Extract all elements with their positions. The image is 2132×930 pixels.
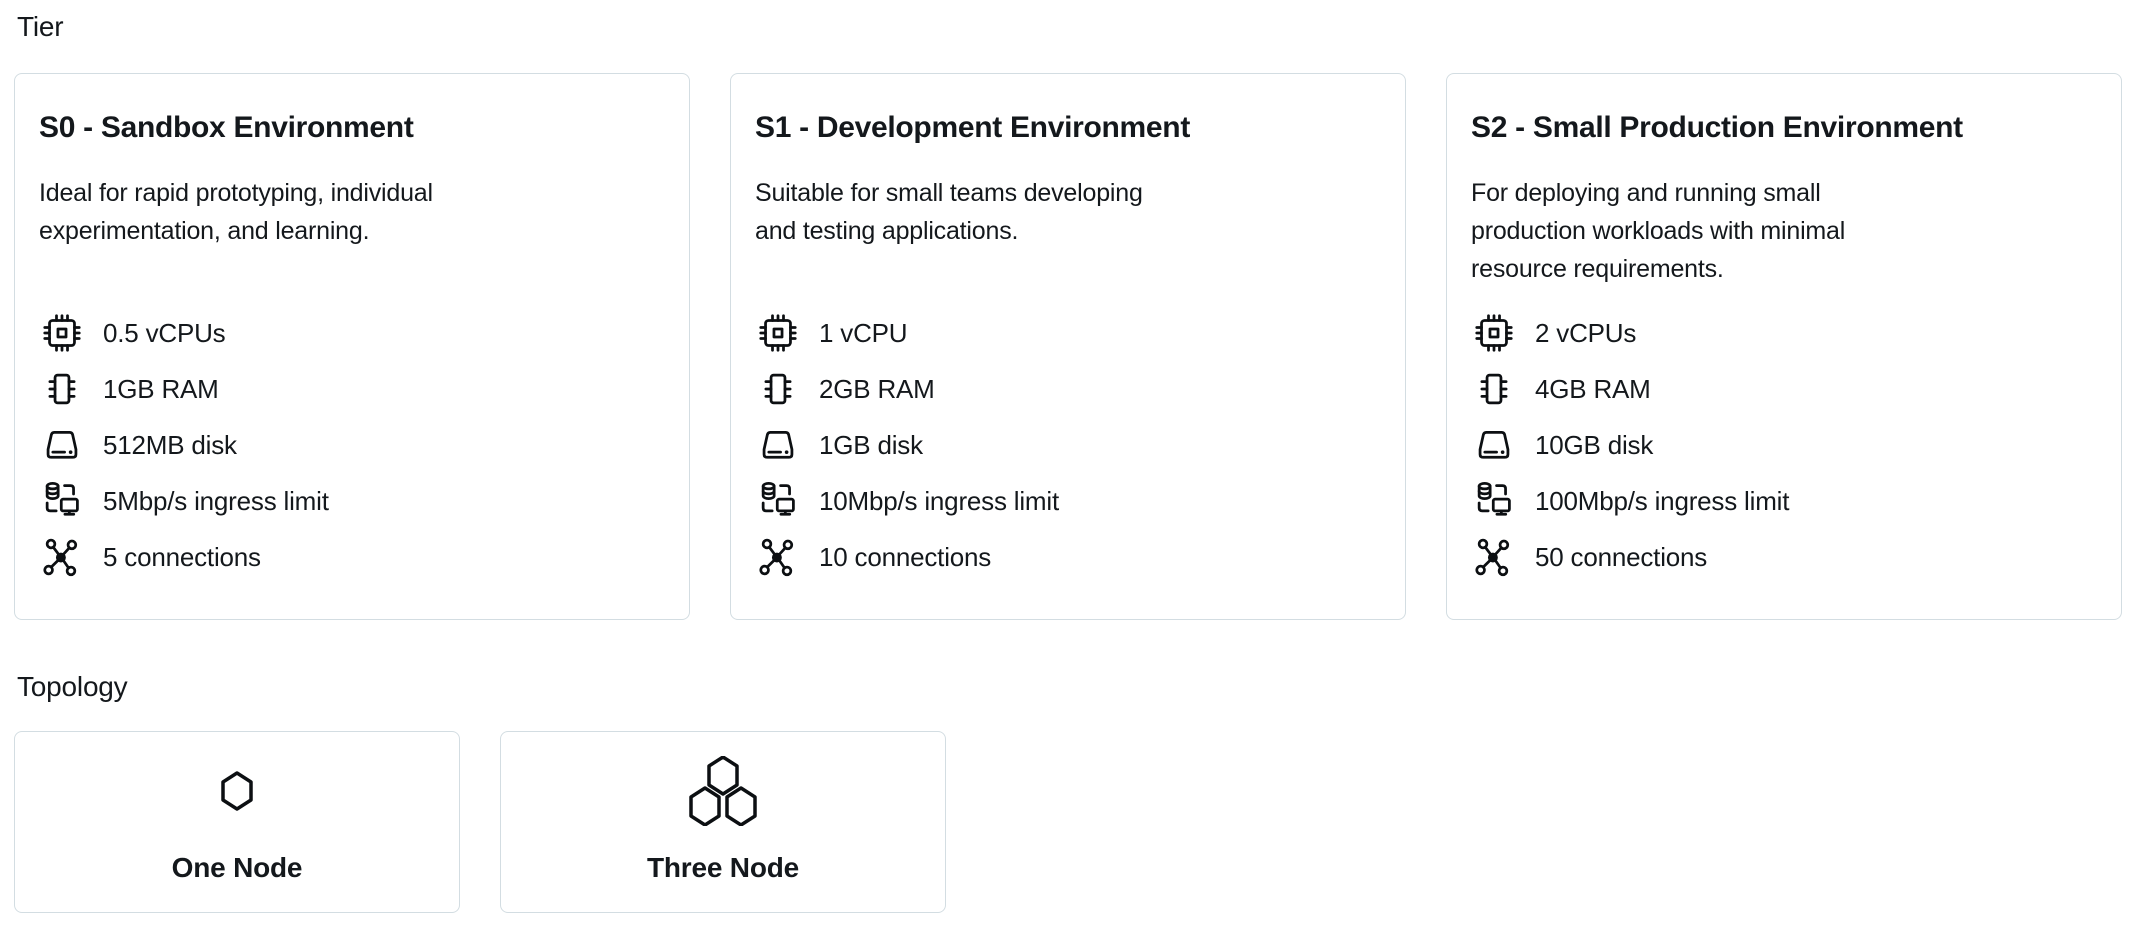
three-node-icon (688, 756, 758, 826)
spec-text: 10Mbp/s ingress limit (819, 485, 1059, 516)
spec-row-ingress: 100Mbp/s ingress limit (1471, 478, 2097, 524)
spec-row-ram: 2GB RAM (755, 366, 1381, 412)
spec-row-ingress: 5Mbp/s ingress limit (39, 478, 665, 524)
connections-icon (39, 535, 85, 579)
one-node-icon (220, 756, 254, 826)
ram-icon (39, 367, 85, 411)
disk-icon (1471, 423, 1517, 467)
topology-option-label: One Node (171, 852, 303, 883)
disk-icon (39, 423, 85, 467)
connections-icon (755, 535, 801, 579)
tier-card-s0[interactable]: S0 - Sandbox Environment Ideal for rapid… (14, 73, 690, 620)
tier-card-s2[interactable]: S2 - Small Production Environment For de… (1446, 73, 2122, 620)
spec-text: 512MB disk (103, 429, 237, 460)
spec-row-ram: 1GB RAM (39, 366, 665, 412)
ram-icon (1471, 367, 1517, 411)
topology-section-label: Topology (17, 671, 128, 702)
spec-text: 2GB RAM (819, 373, 935, 404)
spec-text: 5Mbp/s ingress limit (103, 485, 329, 516)
cpu-icon (1471, 311, 1517, 355)
spec-list: 2 vCPUs 4GB RAM 10GB disk 100Mbp/s ingre… (1471, 310, 2097, 580)
spec-row-disk: 10GB disk (1471, 422, 2097, 468)
tier-card-s1[interactable]: S1 - Development Environment Suitable fo… (730, 73, 1406, 620)
topology-option-one-node[interactable]: One Node (14, 731, 460, 913)
tier-card-description: Ideal for rapid prototyping, individual … (39, 179, 433, 245)
spec-text: 50 connections (1535, 541, 1708, 572)
spec-text: 0.5 vCPUs (103, 317, 226, 348)
tier-card-title: S1 - Development Environment (755, 111, 1191, 144)
spec-text: 1 vCPU (819, 317, 908, 348)
spec-row-cpu: 1 vCPU (755, 310, 1381, 356)
spec-row-ram: 4GB RAM (1471, 366, 2097, 412)
tier-card-row: S0 - Sandbox Environment Ideal for rapid… (14, 73, 2132, 620)
spec-list: 1 vCPU 2GB RAM 1GB disk 10Mbp/s ingress … (755, 310, 1381, 580)
cpu-icon (755, 311, 801, 355)
spec-row-connections: 50 connections (1471, 534, 2097, 580)
spec-text: 100Mbp/s ingress limit (1535, 485, 1790, 516)
spec-text: 5 connections (103, 541, 261, 572)
spec-text: 4GB RAM (1535, 373, 1651, 404)
ingress-icon (39, 479, 85, 523)
tier-card-title: S0 - Sandbox Environment (39, 111, 414, 144)
disk-icon (755, 423, 801, 467)
tier-card-description: Suitable for small teams developing and … (755, 179, 1143, 245)
ingress-icon (1471, 479, 1517, 523)
spec-text: 1GB RAM (103, 373, 219, 404)
cpu-icon (39, 311, 85, 355)
topology-card-row: One Node Three Node (14, 731, 2132, 913)
spec-text: 1GB disk (819, 429, 923, 460)
spec-text: 10 connections (819, 541, 992, 572)
topology-option-three-node[interactable]: Three Node (500, 731, 946, 913)
spec-row-ingress: 10Mbp/s ingress limit (755, 478, 1381, 524)
spec-text: 10GB disk (1535, 429, 1654, 460)
ram-icon (755, 367, 801, 411)
spec-row-disk: 1GB disk (755, 422, 1381, 468)
ingress-icon (755, 479, 801, 523)
spec-row-connections: 5 connections (39, 534, 665, 580)
connections-icon (1471, 535, 1517, 579)
spec-row-connections: 10 connections (755, 534, 1381, 580)
tier-card-description: For deploying and running small producti… (1471, 179, 1846, 283)
spec-text: 2 vCPUs (1535, 317, 1637, 348)
topology-option-label: Three Node (646, 852, 800, 883)
spec-row-disk: 512MB disk (39, 422, 665, 468)
tier-card-title: S2 - Small Production Environment (1471, 111, 1963, 144)
spec-list: 0.5 vCPUs 1GB RAM 512MB disk 5Mbp/s ingr… (39, 310, 665, 580)
spec-row-cpu: 2 vCPUs (1471, 310, 2097, 356)
spec-row-cpu: 0.5 vCPUs (39, 310, 665, 356)
tier-section-label: Tier (17, 11, 64, 42)
